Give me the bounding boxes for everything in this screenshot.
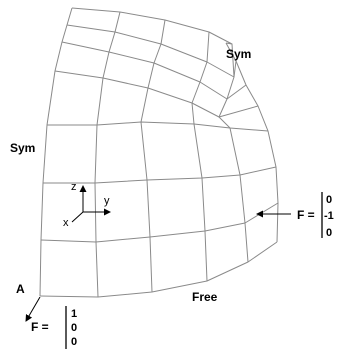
point-a-label: A bbox=[16, 282, 25, 296]
force-a-arrow bbox=[25, 296, 41, 322]
mesh-line-radial-1 bbox=[94, 11, 121, 298]
mesh-line-transverse-7 bbox=[71, 7, 233, 45]
force-right-comp-2: 0 bbox=[326, 227, 332, 239]
sym-top-label: Sym bbox=[226, 47, 251, 61]
mesh-line-radial-5 bbox=[225, 42, 279, 243]
y-axis-label: y bbox=[104, 195, 110, 207]
force-bottom-comp-1: 0 bbox=[71, 322, 77, 334]
mesh-line-transverse-4 bbox=[54, 70, 259, 118]
force-bottom-comp-0: 1 bbox=[71, 308, 77, 320]
mesh-line-transverse-6 bbox=[66, 24, 237, 78]
mesh-line-transverse-0 bbox=[39, 241, 278, 298]
x-axis-line bbox=[71, 211, 84, 223]
free-label: Free bbox=[192, 290, 218, 304]
force-bottom-prefix: F = bbox=[31, 320, 49, 334]
mesh-line-radial-3 bbox=[191, 31, 210, 282]
mesh-line-transverse-2 bbox=[43, 166, 277, 184]
z-axis-label: z bbox=[71, 181, 77, 193]
coordinate-triad: z y x bbox=[63, 181, 111, 229]
mesh-line-radial-0 bbox=[39, 7, 73, 297]
force-right-comp-0: 0 bbox=[326, 194, 332, 206]
force-right-comp-1: -1 bbox=[324, 210, 334, 222]
mesh-line-transverse-5 bbox=[61, 41, 247, 100]
mesh-line-radial-4 bbox=[218, 43, 249, 263]
force-bottom: F = 1 0 0 bbox=[25, 296, 77, 349]
force-right-prefix: F = bbox=[297, 208, 315, 222]
force-right: F = 0 -1 0 bbox=[256, 192, 334, 239]
sym-left-label: Sym bbox=[10, 141, 35, 155]
mesh-line-radial-2 bbox=[140, 19, 166, 293]
finite-element-mesh bbox=[39, 7, 279, 298]
x-axis-label: x bbox=[63, 217, 69, 229]
force-bottom-comp-2: 0 bbox=[71, 336, 77, 348]
mesh-line-transverse-1 bbox=[40, 202, 279, 243]
mesh-line-transverse-3 bbox=[47, 121, 269, 132]
